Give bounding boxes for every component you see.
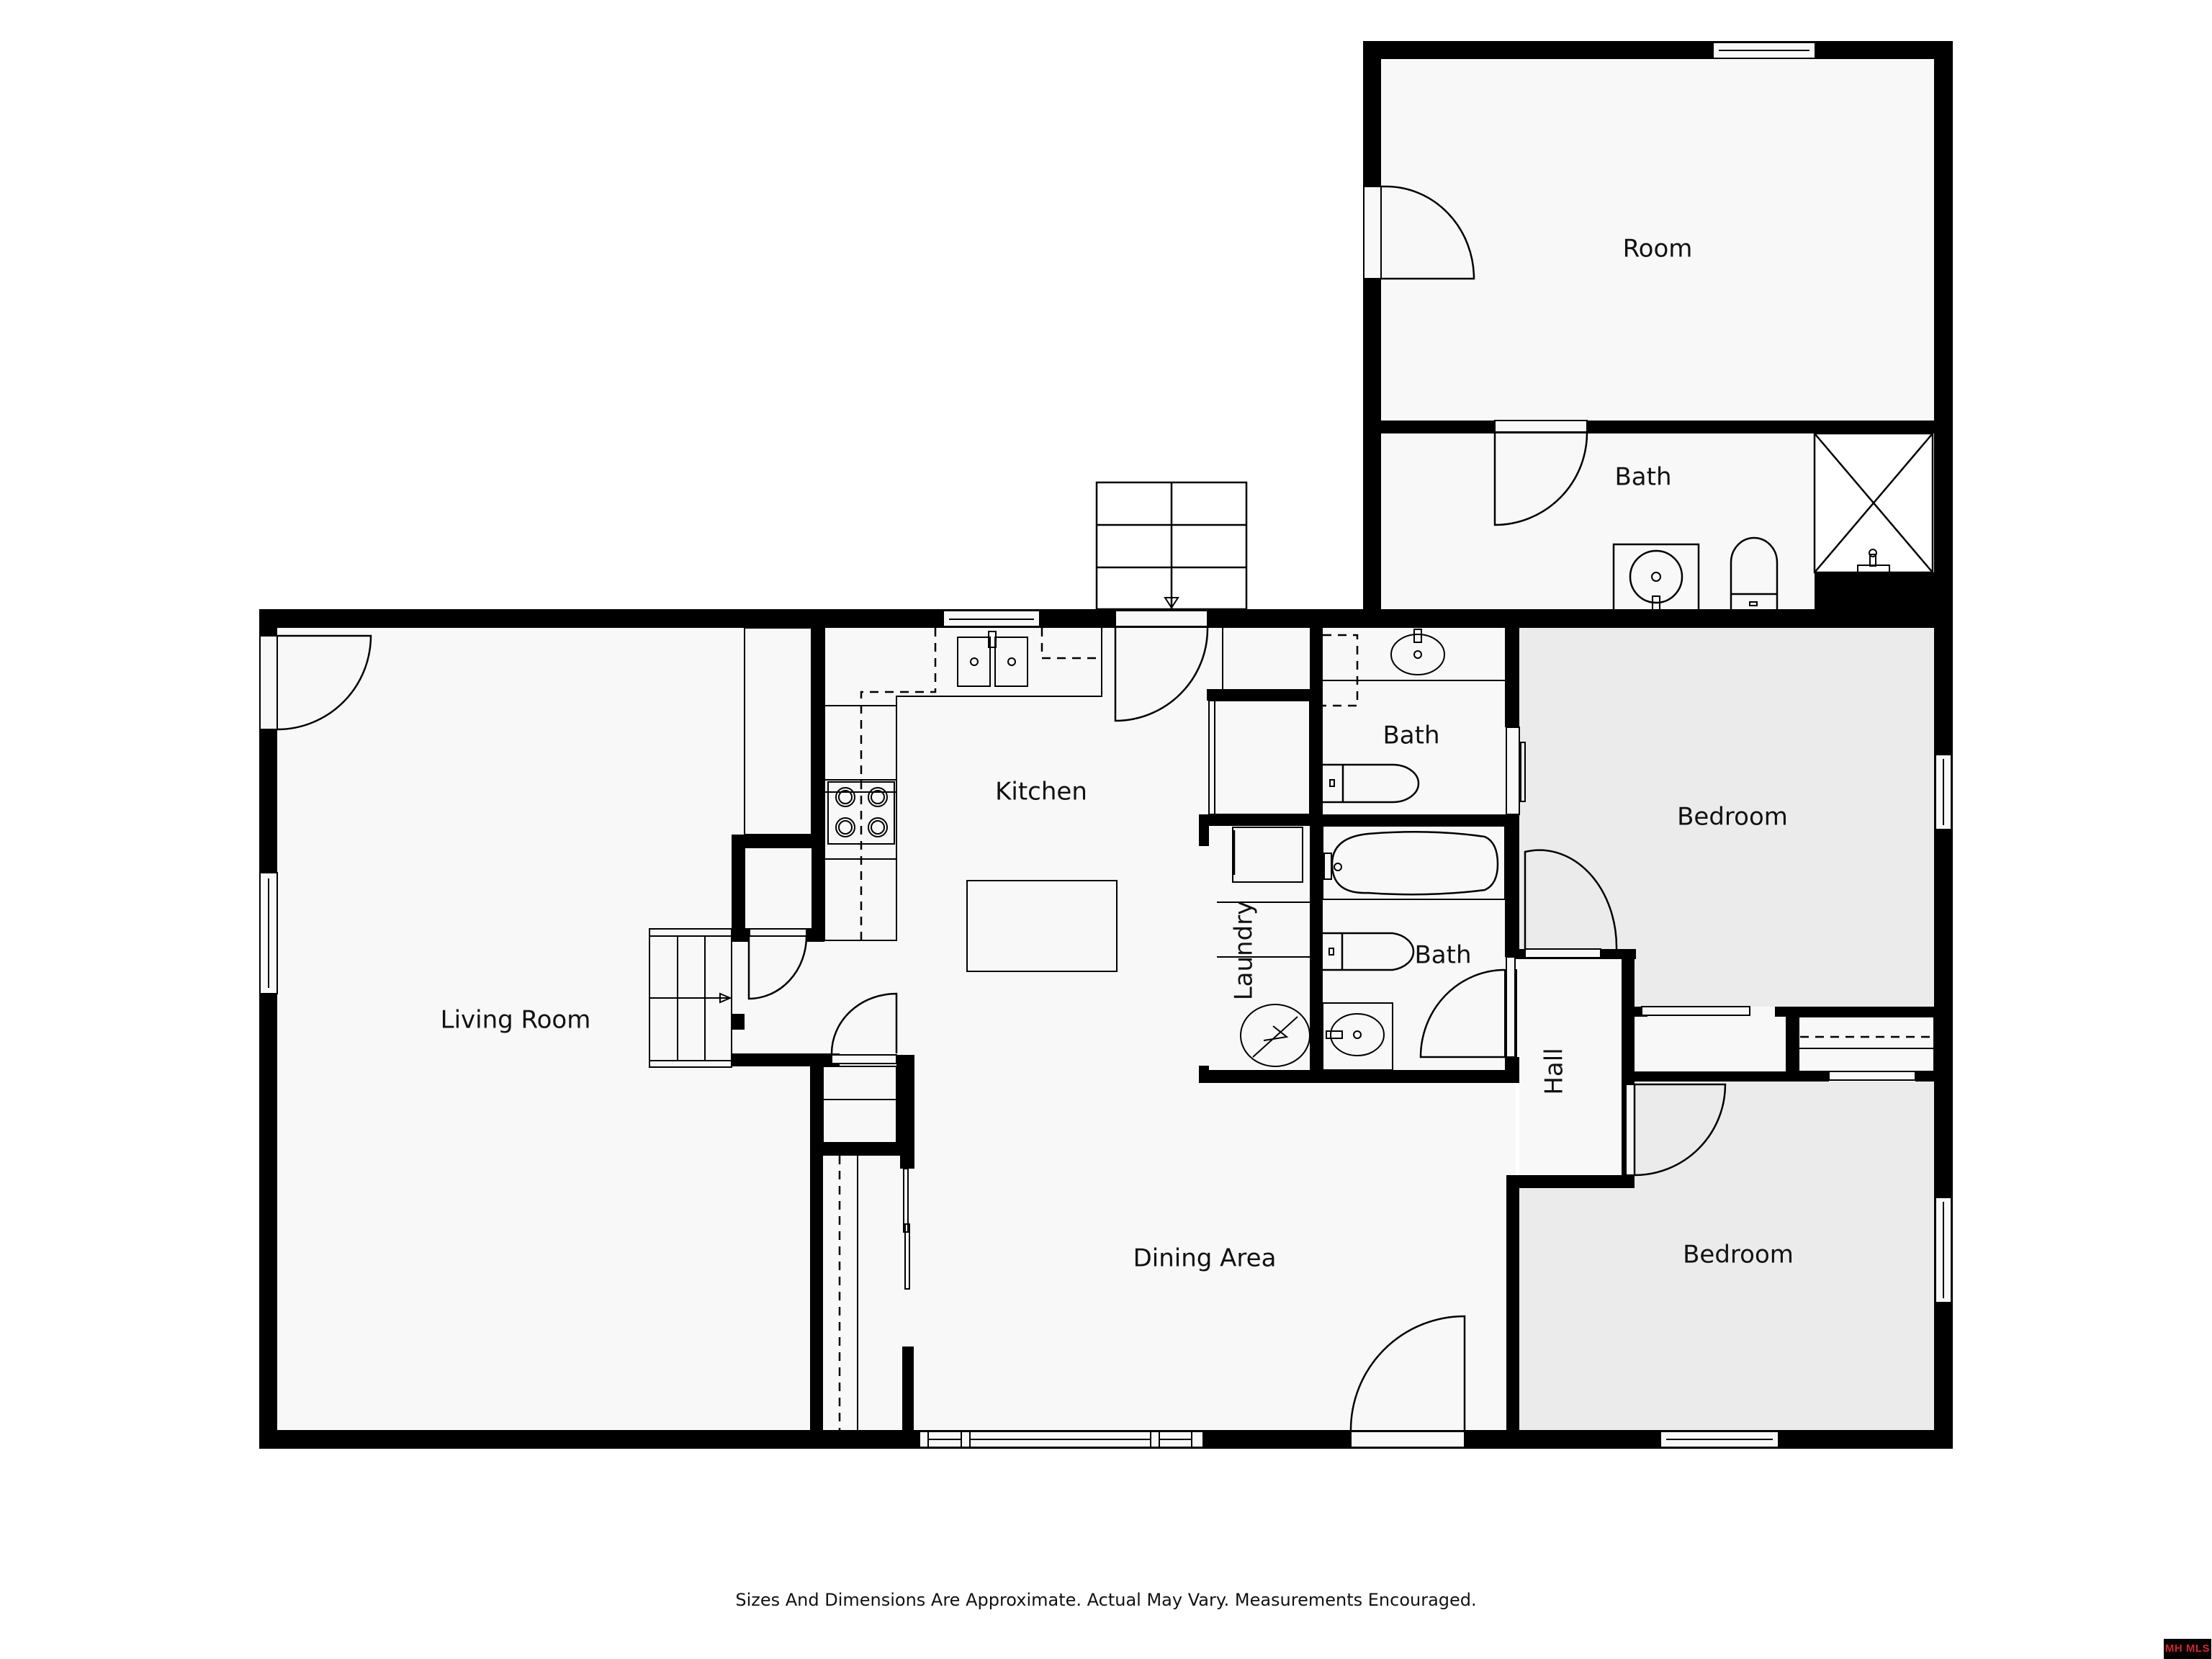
door-room bbox=[1363, 185, 1475, 280]
door-living-room-exterior bbox=[259, 634, 372, 731]
lower-bath-fixtures bbox=[1322, 825, 1506, 1071]
room-label-bath-lower: Bath bbox=[1414, 941, 1471, 970]
window-bedroom-1-right bbox=[1935, 754, 1952, 830]
door-kitchen-rear bbox=[1114, 610, 1209, 722]
door-pantry bbox=[822, 992, 898, 1143]
interior-walls bbox=[732, 628, 1934, 1430]
mls-badge: MH MLS bbox=[2164, 1639, 2211, 1659]
floor-fills bbox=[277, 59, 1934, 1430]
door-stair-entry bbox=[747, 928, 808, 1000]
disclaimer-text: Sizes And Dimensions Are Approximate. Ac… bbox=[735, 1590, 1477, 1610]
room-label-dining-area: Dining Area bbox=[1133, 1244, 1277, 1273]
room-label-bath-upper: Bath bbox=[1614, 463, 1671, 492]
room-label-laundry: Laundry bbox=[1230, 901, 1259, 1001]
toilet-upper-bath bbox=[1730, 536, 1779, 617]
window-bedroom-2-right bbox=[1935, 1197, 1952, 1303]
room-label-bedroom-2: Bedroom bbox=[1683, 1241, 1794, 1269]
door-bedroom-1 bbox=[1524, 849, 1618, 958]
door-bedroom-2 bbox=[1625, 1083, 1727, 1177]
room-label-hall: Hall bbox=[1540, 1048, 1569, 1094]
door-dining-exterior bbox=[1349, 1315, 1466, 1448]
door-upper-bath bbox=[1493, 420, 1588, 526]
kitchen-sink bbox=[957, 631, 1028, 687]
room-label-bath-middle: Bath bbox=[1382, 721, 1439, 750]
shower-stall bbox=[1813, 432, 1934, 574]
window-dining-bottom bbox=[919, 1431, 1204, 1448]
kitchen-counters bbox=[824, 628, 1102, 941]
upper-wing-walls bbox=[1363, 41, 1953, 628]
entry-stairs bbox=[649, 928, 732, 1068]
middle-bath-fixtures bbox=[1323, 629, 1505, 804]
window-bedroom-2-bottom bbox=[1660, 1431, 1779, 1448]
room-label-living-room: Living Room bbox=[441, 1006, 591, 1035]
kitchen-island bbox=[966, 880, 1118, 972]
porch-steps bbox=[1095, 481, 1248, 611]
room-label-room: Room bbox=[1623, 235, 1693, 264]
laundry-fixtures bbox=[1217, 827, 1310, 1067]
window-living-room-left bbox=[259, 872, 278, 994]
room-label-bedroom-1: Bedroom bbox=[1677, 803, 1788, 832]
bedroom-closets bbox=[1641, 1006, 1935, 1081]
window-kitchen-top bbox=[943, 610, 1040, 627]
room-label-kitchen: Kitchen bbox=[995, 778, 1087, 806]
dining-closet bbox=[838, 1156, 910, 1430]
hall-openings bbox=[1506, 727, 1526, 1058]
stove-cooktop bbox=[827, 781, 895, 845]
kitchen-closet bbox=[1208, 628, 1310, 815]
window-room-top bbox=[1712, 42, 1816, 59]
